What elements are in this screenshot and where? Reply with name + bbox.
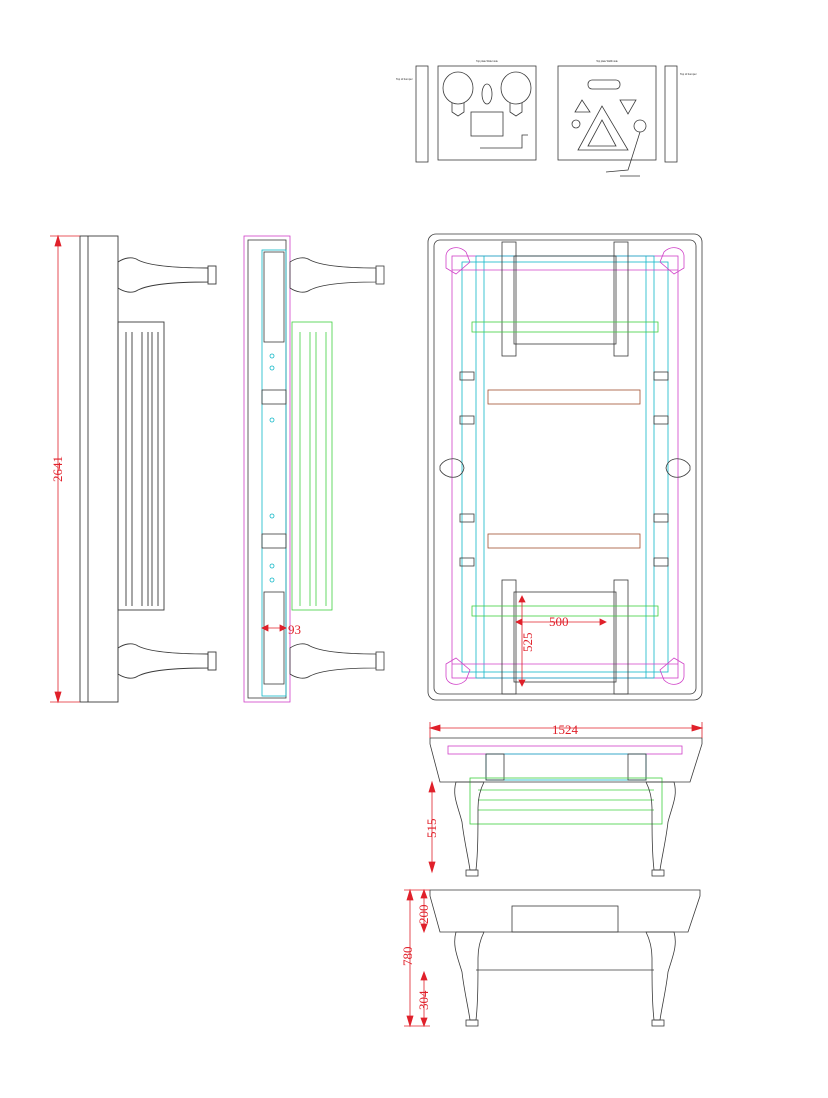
left-bumper-strip [415,65,429,163]
left-top-plate [437,65,537,161]
dim-rail-offset [261,624,287,632]
plan-view [427,233,703,701]
dimension-pocket-depth: 525 [520,633,535,653]
dimension-frame-height: 200 [416,905,431,925]
dimension-overall-length: 2641 [50,456,65,482]
dim-pocket [515,595,607,687]
dimension-rail-offset: 93 [288,622,301,637]
dimension-overall-width: 1524 [552,722,579,737]
dimension-pocket-width: 500 [549,614,569,629]
right-bumper-strip [664,65,678,163]
side-elevation-left [79,235,217,703]
left-panel-title: Top plate Wider side [476,60,498,63]
top-plate-labels: Top plate Wider side Top plate Width sid… [396,60,697,81]
dim-heights [404,888,430,1028]
right-panel-side-label: Top of bumper [680,72,697,76]
dim-overall-length [50,234,80,704]
left-panel-side-label: Top of bumper [396,77,413,81]
right-panel-title: Top plate Width side [596,60,618,63]
dimension-leg-height: 515 [424,819,439,839]
top-plate-panels [415,65,678,177]
dimension-stretcher-height: 304 [416,990,431,1010]
right-top-plate [557,65,657,161]
section-view [243,235,385,703]
end-elevation [429,737,703,877]
front-elevation [429,889,701,1027]
dim-overall-width [428,722,704,874]
dimension-total-height: 780 [400,947,415,967]
